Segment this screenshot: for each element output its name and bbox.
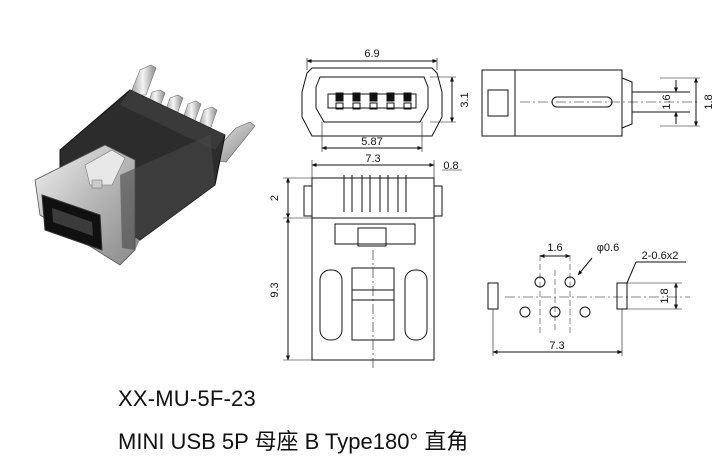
front-width-inner-label: 5.87 — [361, 136, 382, 148]
side-view — [481, 69, 700, 137]
top-length-label: 9.3 — [269, 282, 281, 297]
pcb-height-label: 1.8 — [659, 288, 671, 303]
front-height-label: 3.1 — [459, 92, 471, 107]
pcb-pitch-label: 1.6 — [547, 242, 562, 254]
side-dim-a-label: 1.6 — [661, 94, 673, 109]
pcb-layout — [487, 254, 690, 356]
top-width-label: 7.3 — [365, 153, 380, 165]
front-view — [301, 58, 456, 152]
connector-photo — [34, 64, 256, 266]
pcb-hole-label: φ0.6 — [597, 242, 619, 254]
pcb-span-label: 7.3 — [549, 340, 564, 352]
part-description: MINI USB 5P 母座 B Type180° 直角 — [118, 429, 469, 454]
pcb-slots-label: 2-0.6x2 — [642, 250, 679, 262]
front-width-top-label: 6.9 — [364, 48, 379, 60]
top-view — [283, 160, 462, 368]
top-upper-label: 2 — [269, 195, 281, 201]
top-pin-label: 0.8 — [443, 160, 458, 172]
part-number: XX-MU-5F-23 — [118, 386, 256, 411]
side-dim-b-label: 1.8 — [703, 94, 715, 109]
